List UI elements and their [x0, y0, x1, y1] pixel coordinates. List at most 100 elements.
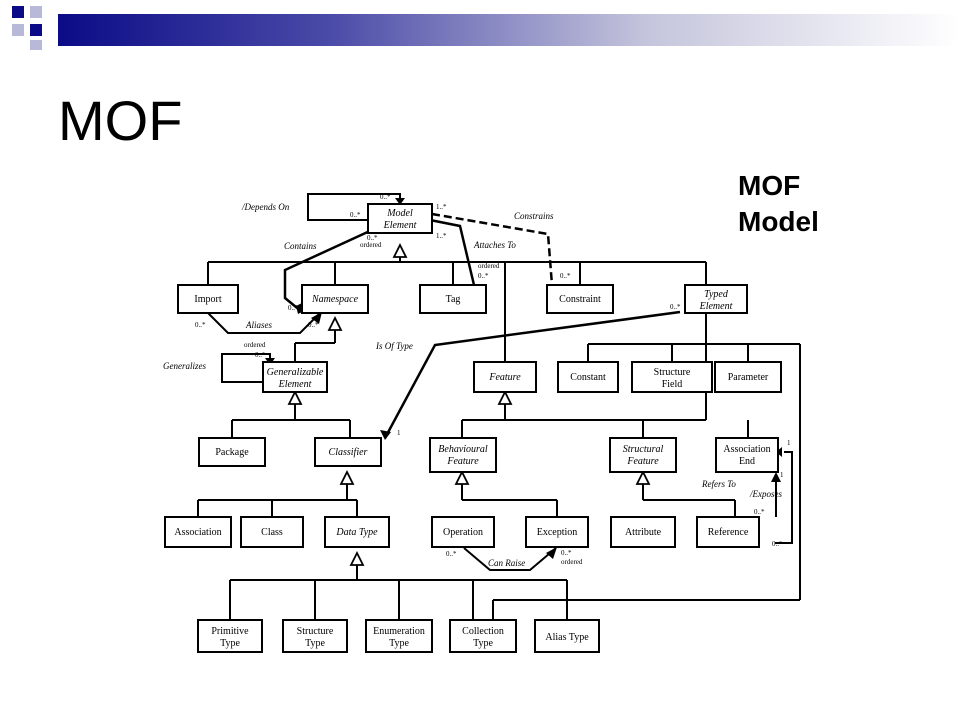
- banner-square: [30, 40, 42, 50]
- box-class-label: Class: [261, 527, 283, 538]
- box-association: Association: [164, 516, 232, 548]
- banner-square: [12, 24, 24, 36]
- box-structural-feature-line2: Feature: [626, 456, 659, 467]
- box-alias-type: Alias Type: [534, 619, 600, 653]
- box-exception-label: Exception: [537, 527, 578, 538]
- box-primitive-type: Primitive Type: [197, 619, 263, 653]
- box-import-label: Import: [194, 294, 221, 305]
- box-behavioural-feature-line2: Feature: [446, 456, 479, 467]
- multiplicity-label: 0..*: [308, 321, 319, 329]
- box-constant: Constant: [557, 361, 619, 393]
- generalization-triangle-icon: [349, 550, 365, 566]
- label-is-of-type: Is Of Type: [375, 341, 413, 351]
- box-association-end-line1: Association: [723, 444, 770, 455]
- multiplicity-label: 1: [787, 439, 791, 447]
- mof-model-label-line2: Model: [738, 206, 819, 237]
- box-primitive-type-line1: Primitive: [211, 626, 249, 637]
- label-can-raise: Can Raise: [488, 558, 525, 568]
- generalization-triangle-icon: [327, 315, 343, 331]
- box-collection-type-line1: Collection: [462, 626, 504, 637]
- constrains-association: [431, 212, 554, 286]
- box-constraint: Constraint: [546, 284, 614, 314]
- box-feature-label: Feature: [488, 372, 521, 383]
- arrowhead-icon: [395, 198, 405, 205]
- multiplicity-label: ordered: [478, 262, 500, 270]
- generalization-triangle-icon: [454, 469, 470, 485]
- label-exposes: /Exposes: [749, 489, 782, 499]
- multiplicity-label: 0..*: [350, 211, 361, 219]
- multiplicity-label: 0..*: [561, 549, 572, 557]
- box-feature: Feature: [473, 361, 537, 393]
- box-structure-type-line1: Structure: [297, 626, 334, 637]
- box-enumeration-type: Enumeration Type: [365, 619, 433, 653]
- label-attaches-to: Attaches To: [473, 240, 516, 250]
- box-parameter: Parameter: [714, 361, 782, 393]
- aliases-association: [207, 312, 321, 334]
- box-association-label: Association: [174, 527, 221, 538]
- arrowhead-icon: [546, 547, 557, 559]
- generalization-triangle-icon: [497, 389, 513, 405]
- box-model-element-line1: Model: [386, 208, 413, 219]
- multiplicity-label: 1..*: [436, 203, 447, 211]
- multiplicity-label: 1..*: [436, 232, 447, 240]
- multiplicity-label: 0..*: [255, 351, 266, 359]
- box-namespace: Namespace: [301, 284, 369, 314]
- multiplicity-label: 0..*: [195, 321, 206, 329]
- can-raise-association: [463, 547, 557, 571]
- box-operation-label: Operation: [443, 527, 483, 538]
- multiplicity-label: ordered: [360, 241, 382, 249]
- generalization-triangle-icon: [287, 389, 303, 405]
- box-typed-element-line2: Element: [699, 301, 733, 312]
- label-depends-on: /Depends On: [241, 202, 290, 212]
- box-generalizable-element-line2: Element: [278, 379, 312, 390]
- box-generalizable-element: Generalizable Element: [262, 361, 328, 393]
- multiplicity-label: ordered: [244, 341, 266, 349]
- box-association-end: Association End: [715, 437, 779, 473]
- multiplicity-label: 0..*: [772, 540, 783, 548]
- multiplicity-label: 1: [780, 471, 784, 479]
- box-data-type-label: Data Type: [335, 527, 378, 538]
- generalization-triangle-icon: [339, 469, 355, 485]
- box-attribute: Attribute: [610, 516, 676, 548]
- box-enumeration-type-line1: Enumeration: [373, 626, 425, 637]
- box-association-end-line2: End: [739, 456, 755, 467]
- attaches-to-association: [429, 218, 476, 286]
- multiplicity-label: 1: [397, 429, 401, 437]
- label-aliases: Aliases: [245, 320, 272, 330]
- mof-model-label-line1: MOF: [738, 170, 801, 201]
- mof-model-label: MOF Model: [738, 168, 819, 240]
- box-constraint-label: Constraint: [559, 294, 601, 305]
- box-constant-label: Constant: [570, 372, 606, 383]
- box-class: Class: [240, 516, 304, 548]
- box-structure-field-line2: Field: [662, 379, 683, 390]
- box-model-element: Model Element: [367, 203, 433, 234]
- box-enumeration-type-line2: Type: [389, 638, 409, 649]
- box-tag-label: Tag: [446, 294, 461, 305]
- box-attribute-label: Attribute: [625, 527, 662, 538]
- generalization-triangle-icon: [392, 242, 408, 258]
- multiplicity-label: 0..*: [380, 193, 391, 201]
- multiplicity-label: 0..*: [670, 303, 681, 311]
- box-typed-element: Typed Element: [684, 284, 748, 314]
- multiplicity-label: 0..*: [288, 304, 299, 312]
- multiplicity-label: 0..*: [754, 508, 765, 516]
- box-classifier-label: Classifier: [329, 447, 368, 458]
- box-exception: Exception: [525, 516, 589, 548]
- arrowhead-icon: [311, 312, 322, 324]
- multiplicity-label: 0..*: [367, 234, 378, 242]
- box-typed-element-line1: Typed: [704, 289, 729, 300]
- box-alias-type-label: Alias Type: [545, 632, 589, 643]
- box-structure-type: Structure Type: [282, 619, 348, 653]
- banner-gradient-bar: [58, 14, 960, 46]
- box-namespace-label: Namespace: [311, 294, 359, 305]
- box-data-type: Data Type: [324, 516, 390, 548]
- multiplicity-label: ordered: [561, 558, 583, 566]
- arrowhead-icon: [771, 472, 781, 482]
- box-import: Import: [177, 284, 239, 314]
- box-package-label: Package: [215, 447, 249, 458]
- box-structure-field: Structure Field: [631, 361, 713, 393]
- box-generalizable-element-line1: Generalizable: [267, 367, 324, 378]
- label-generalizes: Generalizes: [163, 361, 206, 371]
- box-structure-type-line2: Type: [305, 638, 325, 649]
